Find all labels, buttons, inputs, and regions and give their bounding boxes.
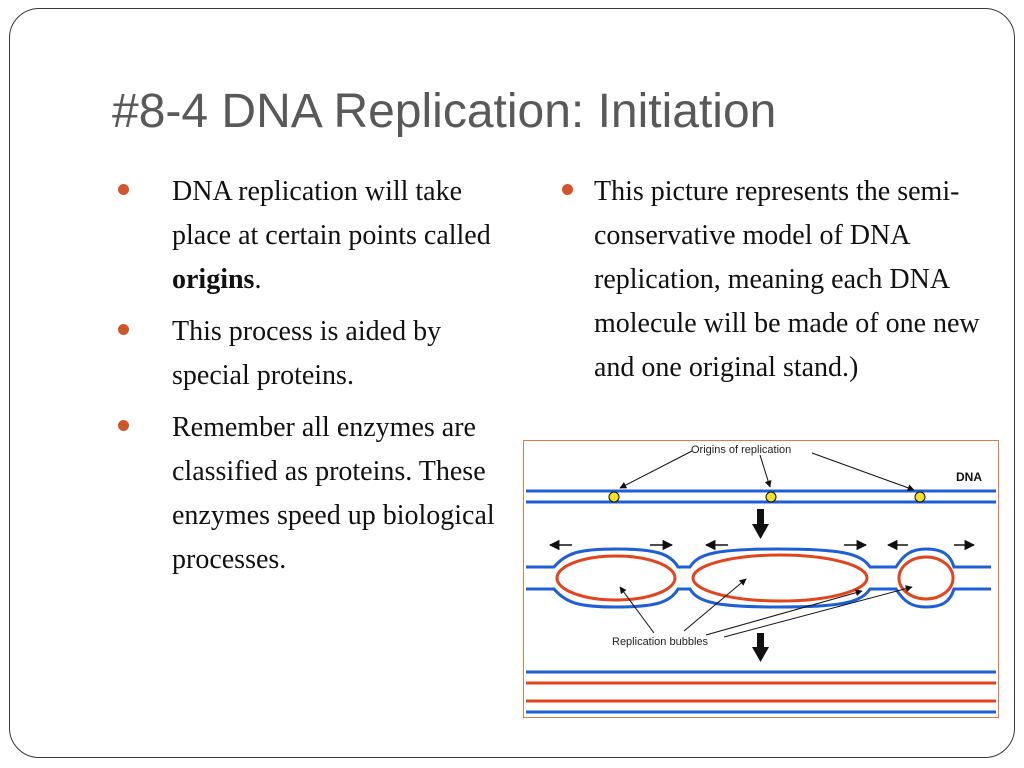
- pointer-bubble-4: [723, 585, 913, 638]
- bullet-enzymes: Remember all enzymes are classified as p…: [112, 406, 507, 582]
- new-strand-bubble-3: [897, 555, 955, 601]
- pointer-bubble-3: [705, 589, 863, 636]
- bullet-dot-icon: [118, 420, 129, 431]
- new-strand-bubble-1: [555, 554, 677, 602]
- bullet-text: This picture represents the semi-conserv…: [594, 176, 980, 383]
- origins-label: Origins of replication: [691, 444, 791, 456]
- pointer-origin-3: [811, 452, 915, 492]
- bullet-dot-icon: [118, 324, 129, 335]
- pointer-bubble-2: [683, 578, 747, 632]
- bullet-picture-description: This picture represents the semi-conserv…: [560, 170, 980, 390]
- pointer-origin-1: [619, 450, 693, 489]
- bullet-text-end: .: [254, 264, 262, 295]
- pointer-origin-2: [759, 454, 772, 488]
- bullet-proteins: This process is aided by special protein…: [112, 310, 507, 398]
- down-arrow-1-head: [752, 524, 769, 539]
- bubbles-label: Replication bubbles: [612, 636, 709, 648]
- replication-diagram: Origins of replication DNA Replication b…: [523, 440, 999, 718]
- bullet-origins: DNA replication will take place at certa…: [112, 170, 507, 302]
- origin-point-3: [914, 491, 926, 503]
- slide-title: #8-4 DNA Replication: Initiation: [112, 85, 777, 138]
- right-column: This picture represents the semi-conserv…: [560, 170, 980, 398]
- dna-label: DNA: [956, 470, 982, 484]
- bullet-text: DNA replication will take place at certa…: [172, 176, 491, 251]
- left-column: DNA replication will take place at certa…: [112, 170, 507, 590]
- bullet-dot-icon: [562, 184, 573, 195]
- down-arrow-1: [757, 509, 764, 525]
- origin-point-1: [608, 491, 620, 503]
- original-strand-lower: [526, 587, 991, 609]
- pointer-bubble-1: [619, 586, 655, 634]
- down-arrow-2-head: [752, 647, 769, 662]
- bullet-bold-term: origins: [172, 264, 255, 295]
- replication-diagram-svg: Origins of replication DNA Replication b…: [526, 444, 996, 714]
- bullet-text: Remember all enzymes are classified as p…: [172, 412, 495, 575]
- bullet-dot-icon: [118, 184, 129, 195]
- new-strand-bubble-2: [691, 553, 869, 603]
- bullet-text: This process is aided by special protein…: [172, 316, 442, 391]
- down-arrow-2: [757, 633, 764, 648]
- origin-point-2: [765, 491, 777, 503]
- original-strand-upper: [526, 547, 991, 569]
